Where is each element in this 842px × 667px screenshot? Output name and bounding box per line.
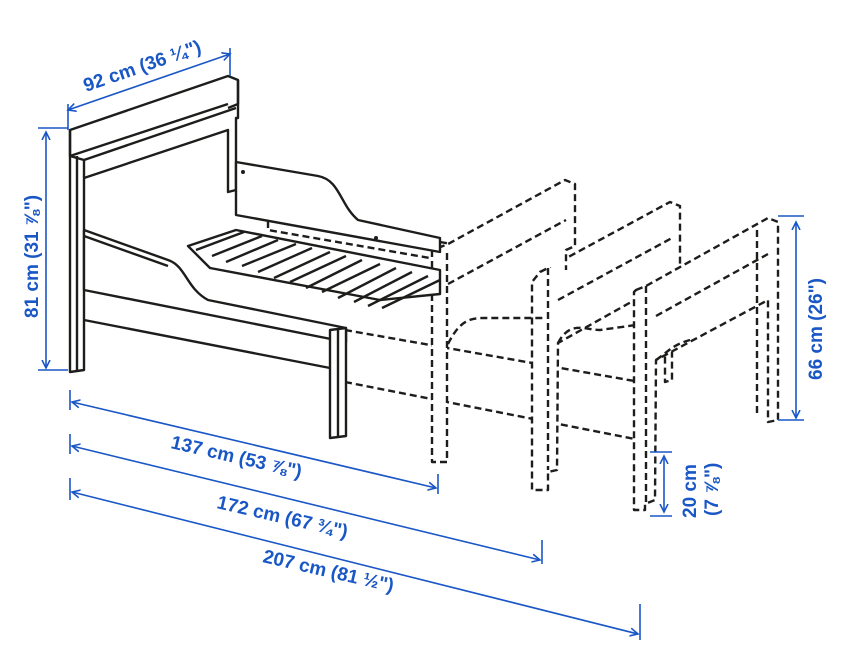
width-dimension-line [68, 54, 230, 110]
width-label: 92 cm (36 ¼") [81, 37, 204, 97]
clearance-label-line2: (7 ⅞") [702, 463, 723, 516]
foot-height-label: 66 cm (26") [806, 278, 827, 380]
length-min-dimension-line [72, 402, 436, 488]
headboard [68, 74, 240, 374]
base-front-leg [83, 318, 348, 440]
length-min-label: 137 cm (53 ⅞") [169, 432, 304, 483]
length-max-dimension-line [72, 492, 638, 634]
clearance-label-line1: 20 cm [680, 464, 701, 518]
slat-base [186, 228, 442, 310]
length-mid-label: 172 cm (67 ¾") [215, 492, 350, 543]
bed-illustration [68, 74, 780, 512]
length-max-label: 207 cm (81 ½") [261, 546, 396, 597]
length-mid-dimension-line [72, 446, 540, 560]
head-height-label: 81 cm (31 ⅞") [22, 195, 43, 318]
